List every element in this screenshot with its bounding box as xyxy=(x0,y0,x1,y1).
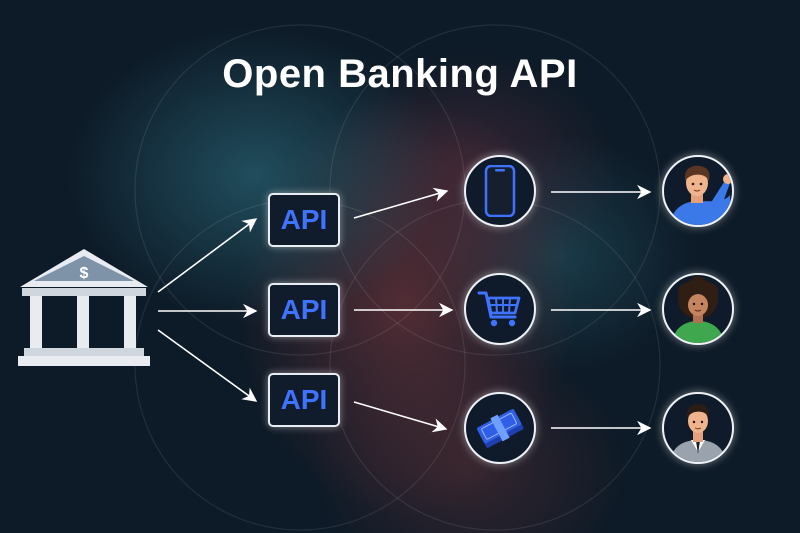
bank-column xyxy=(124,296,136,348)
smartphone-icon xyxy=(484,165,516,217)
money-stack-circle xyxy=(464,392,536,464)
page-title: Open Banking API xyxy=(222,52,578,96)
man-waving-avatar-icon xyxy=(670,165,732,225)
user-avatar-1 xyxy=(662,155,734,227)
api-box-2: API xyxy=(268,283,340,337)
api-box-3: API xyxy=(268,373,340,427)
api-box-1: API xyxy=(268,193,340,247)
arrow-bank-to-api-1 xyxy=(157,218,258,293)
user-avatar-2 xyxy=(662,273,734,345)
arrow-api-3-to-money xyxy=(353,401,448,433)
bank-dollar-sign: $ xyxy=(80,265,89,282)
shopping-cart-circle xyxy=(464,273,536,345)
bank-beam xyxy=(22,288,146,296)
smartphone-circle xyxy=(464,155,536,227)
user-avatar-3 xyxy=(662,392,734,464)
api-label: API xyxy=(280,204,328,235)
bg-ring xyxy=(329,24,661,356)
businessman-avatar-icon xyxy=(670,404,726,462)
api-label: API xyxy=(280,294,328,325)
bank-step xyxy=(18,356,150,366)
api-label: API xyxy=(280,384,328,415)
arrow-bank-to-api-3 xyxy=(157,329,258,402)
arrow-api-1-to-phone xyxy=(353,187,449,219)
bank-column xyxy=(30,296,42,348)
shopping-cart-icon xyxy=(477,291,521,327)
bank-column xyxy=(77,296,89,348)
bank-roof-inner xyxy=(34,256,134,281)
bank-base xyxy=(24,348,144,356)
woman-curly-hair-avatar-icon xyxy=(672,276,724,343)
money-stack-icon xyxy=(476,409,524,448)
